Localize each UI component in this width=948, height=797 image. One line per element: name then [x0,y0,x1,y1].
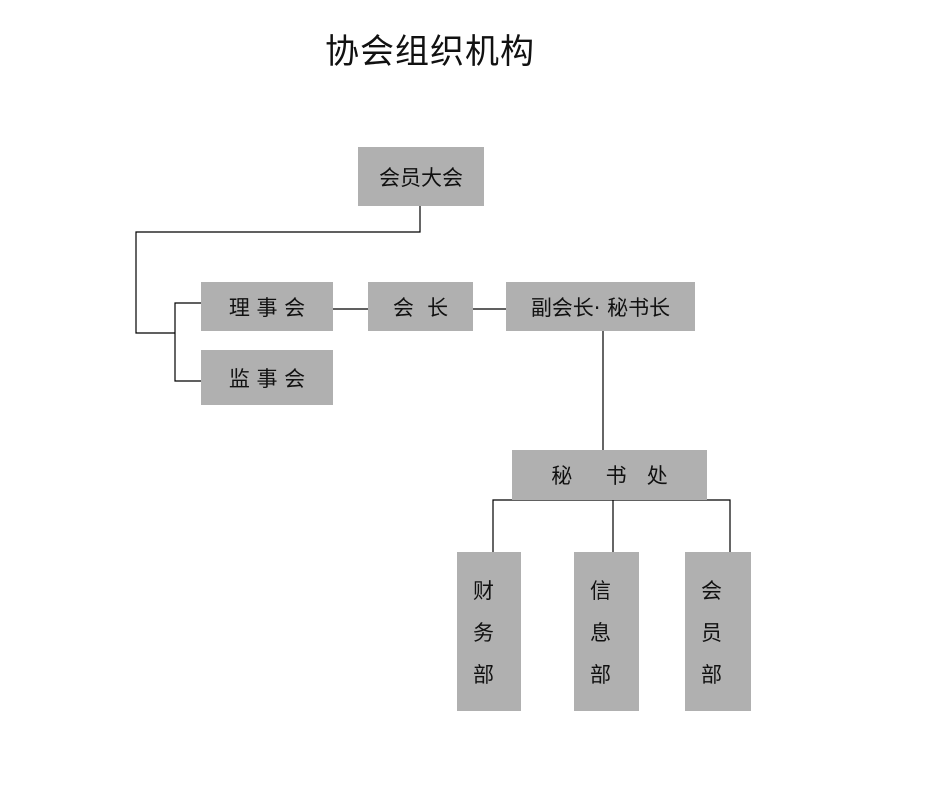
node-president: 会 长 [368,282,473,331]
node-general-assembly: 会员大会 [358,147,484,206]
node-secretariat: 秘 书 处 [512,450,707,500]
node-supervisory-board: 监 事 会 [201,350,333,405]
link-assembly-to-board [135,206,421,334]
node-info-dept: 信息部 [574,552,639,711]
page-title: 协会组织机构 [325,32,535,72]
node-member-dept: 会员部 [685,552,751,711]
finance-dept-label: 财务部 [473,579,494,687]
link-board-bracket [174,302,201,382]
info-dept-label: 信息部 [590,579,611,687]
node-finance-dept: 财务部 [457,552,521,711]
link-secretariat-departments [492,499,731,552]
node-council: 理 事 会 [201,282,333,331]
member-dept-label: 会员部 [701,579,722,687]
node-vice-president-secretary-general: 副会长· 秘书长 [506,282,695,331]
